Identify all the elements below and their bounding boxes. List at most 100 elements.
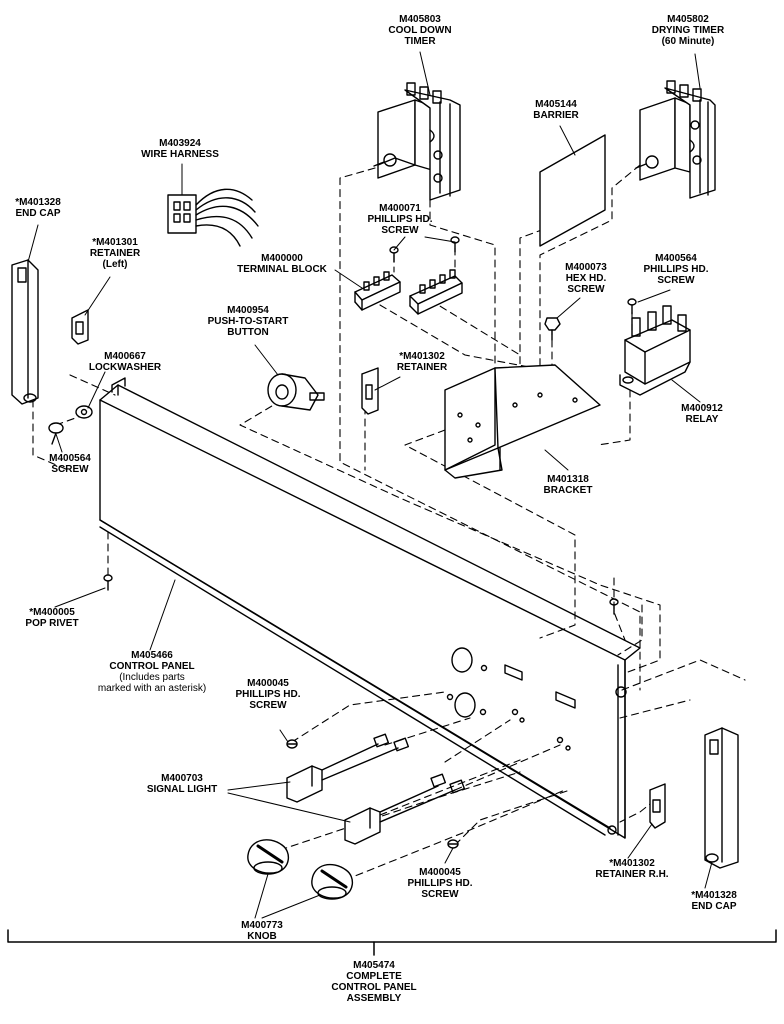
part-number: M405803	[399, 14, 441, 25]
part-desc: PHILLIPS HD.	[235, 689, 301, 700]
part-number: M400773	[241, 920, 283, 931]
retainer-mid-drawing	[361, 367, 379, 415]
part-desc: SCREW	[657, 275, 695, 286]
part-desc: END CAP	[15, 208, 61, 219]
label-relay: M400912 RELAY	[681, 403, 723, 425]
push-to-start-button-drawing	[267, 373, 325, 411]
part-desc: TIMER	[404, 36, 436, 47]
part-number: *M401302	[609, 858, 655, 869]
signal-lights-drawing	[286, 733, 466, 845]
part-number: M403924	[159, 138, 201, 149]
part-desc: TERMINAL BLOCK	[237, 264, 327, 275]
label-phillips-screw-top: M400071 PHILLIPS HD. SCREW	[367, 203, 432, 236]
label-hex-screw: M400073 HEX HD. SCREW	[565, 262, 607, 295]
label-knob: M400773 KNOB	[241, 920, 283, 942]
part-number: M405802	[667, 14, 709, 25]
part-desc: (Includes parts	[119, 672, 185, 683]
barrier-drawing	[539, 134, 606, 247]
part-number: M400071	[379, 203, 421, 214]
part-number: M400045	[247, 678, 289, 689]
part-number: M405466	[131, 650, 173, 661]
part-desc: POP RIVET	[25, 618, 79, 629]
part-desc: HEX HD.	[565, 273, 607, 284]
part-desc: COMPLETE	[346, 971, 402, 982]
terminal-block-drawing	[354, 269, 463, 315]
part-number: M400703	[161, 773, 203, 784]
phillips-screws-top	[389, 236, 460, 263]
label-terminal-block: M400000 TERMINAL BLOCK	[237, 253, 327, 275]
part-desc: DRYING TIMER	[651, 25, 725, 36]
part-desc: PHILLIPS HD.	[643, 264, 709, 275]
label-end-cap-right: *M401328 END CAP	[691, 890, 737, 912]
label-wire-harness: M403924 WIRE HARNESS	[141, 138, 219, 160]
part-desc: END CAP	[691, 901, 737, 912]
part-desc: LOCKWASHER	[88, 362, 162, 373]
part-desc: SCREW	[421, 889, 459, 900]
retainer-rh-drawing	[649, 783, 666, 829]
part-number: M405474	[353, 960, 395, 971]
knobs-drawing	[247, 839, 353, 900]
part-desc: WIRE HARNESS	[141, 149, 219, 160]
part-desc: ASSEMBLY	[346, 993, 402, 1004]
end-cap-left-drawing	[11, 259, 39, 405]
label-barrier: M405144 BARRIER	[533, 99, 579, 121]
assembly-dashed-lines	[32, 164, 746, 881]
part-number: M400073	[565, 262, 607, 273]
control-panel-body	[99, 377, 641, 839]
part-number: M405144	[535, 99, 577, 110]
part-number: *M401328	[15, 197, 61, 208]
label-pop-rivet: *M400005 POP RIVET	[25, 607, 78, 629]
relay-drawing	[619, 305, 691, 396]
label-complete-assembly: M405474 COMPLETE CONTROL PANEL ASSEMBLY	[331, 960, 416, 1004]
part-desc: CONTROL PANEL	[331, 982, 417, 993]
hex-screw-drawing	[544, 317, 561, 341]
label-phillips-screw-relay: M400564 PHILLIPS HD. SCREW	[643, 253, 708, 286]
part-desc: RETAINER	[396, 362, 448, 373]
part-number: M401318	[547, 474, 589, 485]
part-number: M400954	[227, 305, 269, 316]
part-desc: PHILLIPS HD.	[367, 214, 433, 225]
part-number: M400667	[104, 351, 146, 362]
label-lockwasher: M400667 LOCKWASHER	[89, 351, 161, 373]
wire-harness-drawing	[167, 188, 259, 247]
part-desc: RETAINER	[89, 248, 141, 259]
part-number: M400564	[49, 453, 91, 464]
retainer-left-drawing	[71, 309, 89, 345]
end-cap-right-drawing	[704, 727, 739, 869]
part-number: *M401302	[399, 351, 445, 362]
part-desc: (60 Minute)	[661, 36, 715, 47]
lockwasher-screw-drawing	[48, 405, 93, 445]
label-retainer-left: *M401301 RETAINER (Left)	[90, 237, 140, 270]
part-desc: SCREW	[381, 225, 419, 236]
drying-timer-drawing	[635, 80, 716, 199]
part-number: M400000	[261, 253, 303, 264]
label-signal-light: M400703 SIGNAL LIGHT	[147, 773, 217, 795]
part-desc: BUTTON	[227, 327, 269, 338]
part-number: *M401328	[691, 890, 737, 901]
part-desc: BARRIER	[533, 110, 579, 121]
label-control-panel: M405466 CONTROL PANEL (Includes parts ma…	[98, 650, 206, 694]
label-screw-left: M400564 SCREW	[49, 453, 91, 475]
relay-screw-drawing	[627, 298, 637, 315]
label-phillips-screw-panel: M400045 PHILLIPS HD. SCREW	[235, 678, 300, 711]
label-retainer-rh: *M401302 RETAINER R.H.	[595, 858, 668, 880]
part-number: M400564	[655, 253, 697, 264]
part-desc: KNOB	[247, 931, 277, 942]
lower-phillips-screws-drawing	[286, 693, 571, 849]
label-drying-timer: M405802 DRYING TIMER (60 Minute)	[652, 14, 724, 47]
part-number: *M400005	[29, 607, 75, 618]
part-number: M400912	[681, 403, 723, 414]
label-cool-down-timer: M405803 COOL DOWN TIMER	[388, 14, 451, 47]
label-end-cap-left: *M401328 END CAP	[15, 197, 61, 219]
part-desc: BRACKET	[543, 485, 593, 496]
cool-down-timer-drawing	[373, 82, 461, 201]
part-desc: CONTROL PANEL	[109, 661, 195, 672]
leader-lines	[27, 51, 713, 919]
part-desc: (Left)	[102, 259, 128, 270]
part-desc: RETAINER R.H.	[595, 869, 669, 880]
part-number: M400045	[419, 867, 461, 878]
pop-rivets-drawing	[103, 574, 619, 615]
label-push-to-start-button: M400954 PUSH-TO-START BUTTON	[208, 305, 289, 338]
